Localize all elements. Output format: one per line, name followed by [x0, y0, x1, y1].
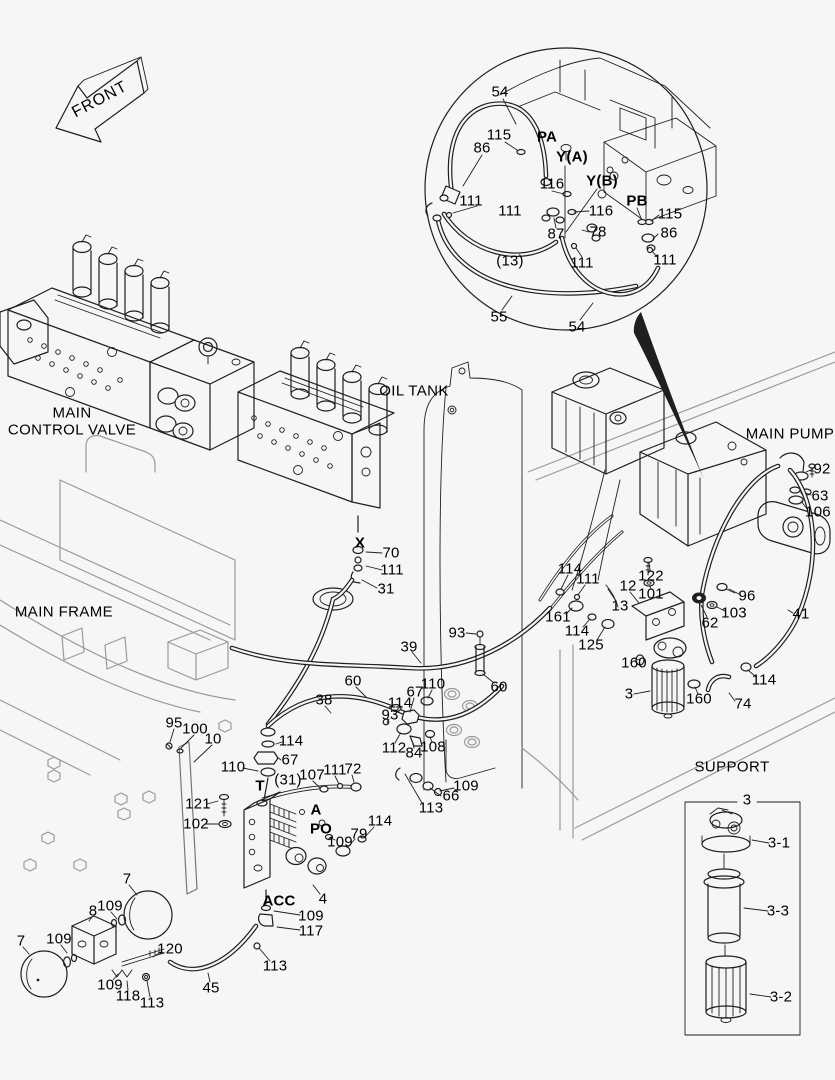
region-label-main-control-valve: MAIN [52, 404, 92, 422]
main-frame-structure [0, 434, 354, 872]
region-label-main-control-valve-2: CONTROL VALVE [7, 421, 137, 439]
solenoid-valve-block [165, 727, 327, 972]
leader-lines [22, 468, 814, 998]
region-label-oil-tank: OIL TANK [379, 382, 449, 400]
main-pump-assembly [538, 367, 831, 719]
callout-pointer-swoosh [633, 312, 704, 479]
oil-tank-outline [423, 361, 523, 791]
support-structure [521, 351, 835, 841]
main-control-valve-assembly [0, 234, 395, 584]
hydraulic-hoses [229, 577, 553, 857]
region-label-support: SUPPORT [694, 758, 770, 776]
region-label-main-frame: MAIN FRAME [14, 603, 114, 621]
front-arrow-icon [55, 56, 149, 143]
filter-detail-box [684, 801, 801, 1036]
detail-callout [424, 47, 717, 331]
region-label-main-pump: MAIN PUMP [745, 425, 835, 443]
accumulator-assembly [20, 890, 173, 998]
